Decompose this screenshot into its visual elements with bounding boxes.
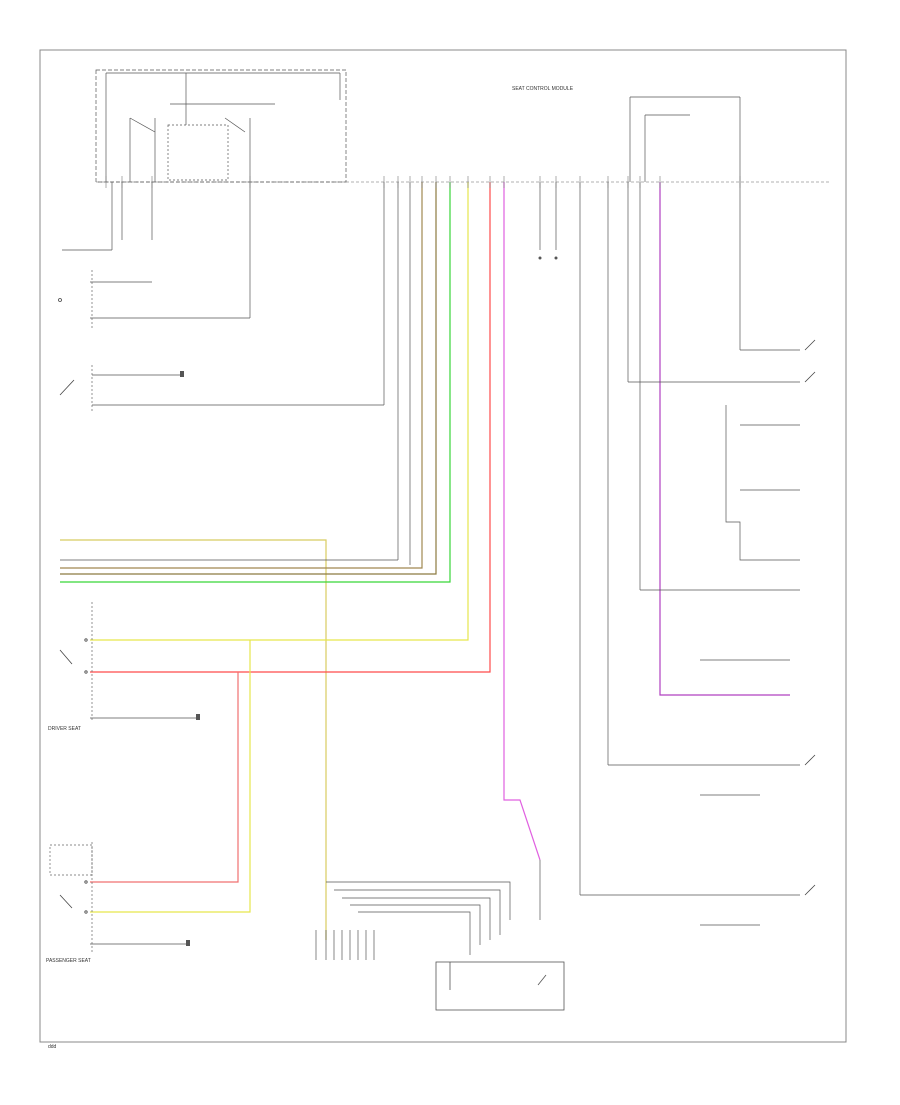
driver-seat-label: DRIVER SEAT bbox=[48, 726, 81, 732]
right-module-box bbox=[629, 96, 741, 182]
drop-wires bbox=[111, 182, 741, 895]
left-components bbox=[49, 270, 93, 952]
seat-control-module-title: SEAT CONTROL MODULE bbox=[512, 86, 574, 92]
right-wires bbox=[580, 349, 800, 926]
colored-wires bbox=[60, 182, 790, 940]
page-ref: ddd bbox=[48, 1044, 57, 1050]
diagram-border bbox=[39, 49, 847, 1043]
left-wires bbox=[60, 249, 398, 945]
right-switches bbox=[804, 339, 816, 896]
connector-pins bbox=[105, 176, 741, 188]
seat-motor-box bbox=[435, 961, 565, 1011]
left-switches bbox=[58, 298, 88, 914]
passenger-seat-label: PASSENGER SEAT bbox=[46, 958, 91, 964]
ground-symbols bbox=[180, 256, 558, 946]
bottom-connector-bundle bbox=[315, 860, 541, 960]
fuse-block bbox=[95, 69, 347, 183]
